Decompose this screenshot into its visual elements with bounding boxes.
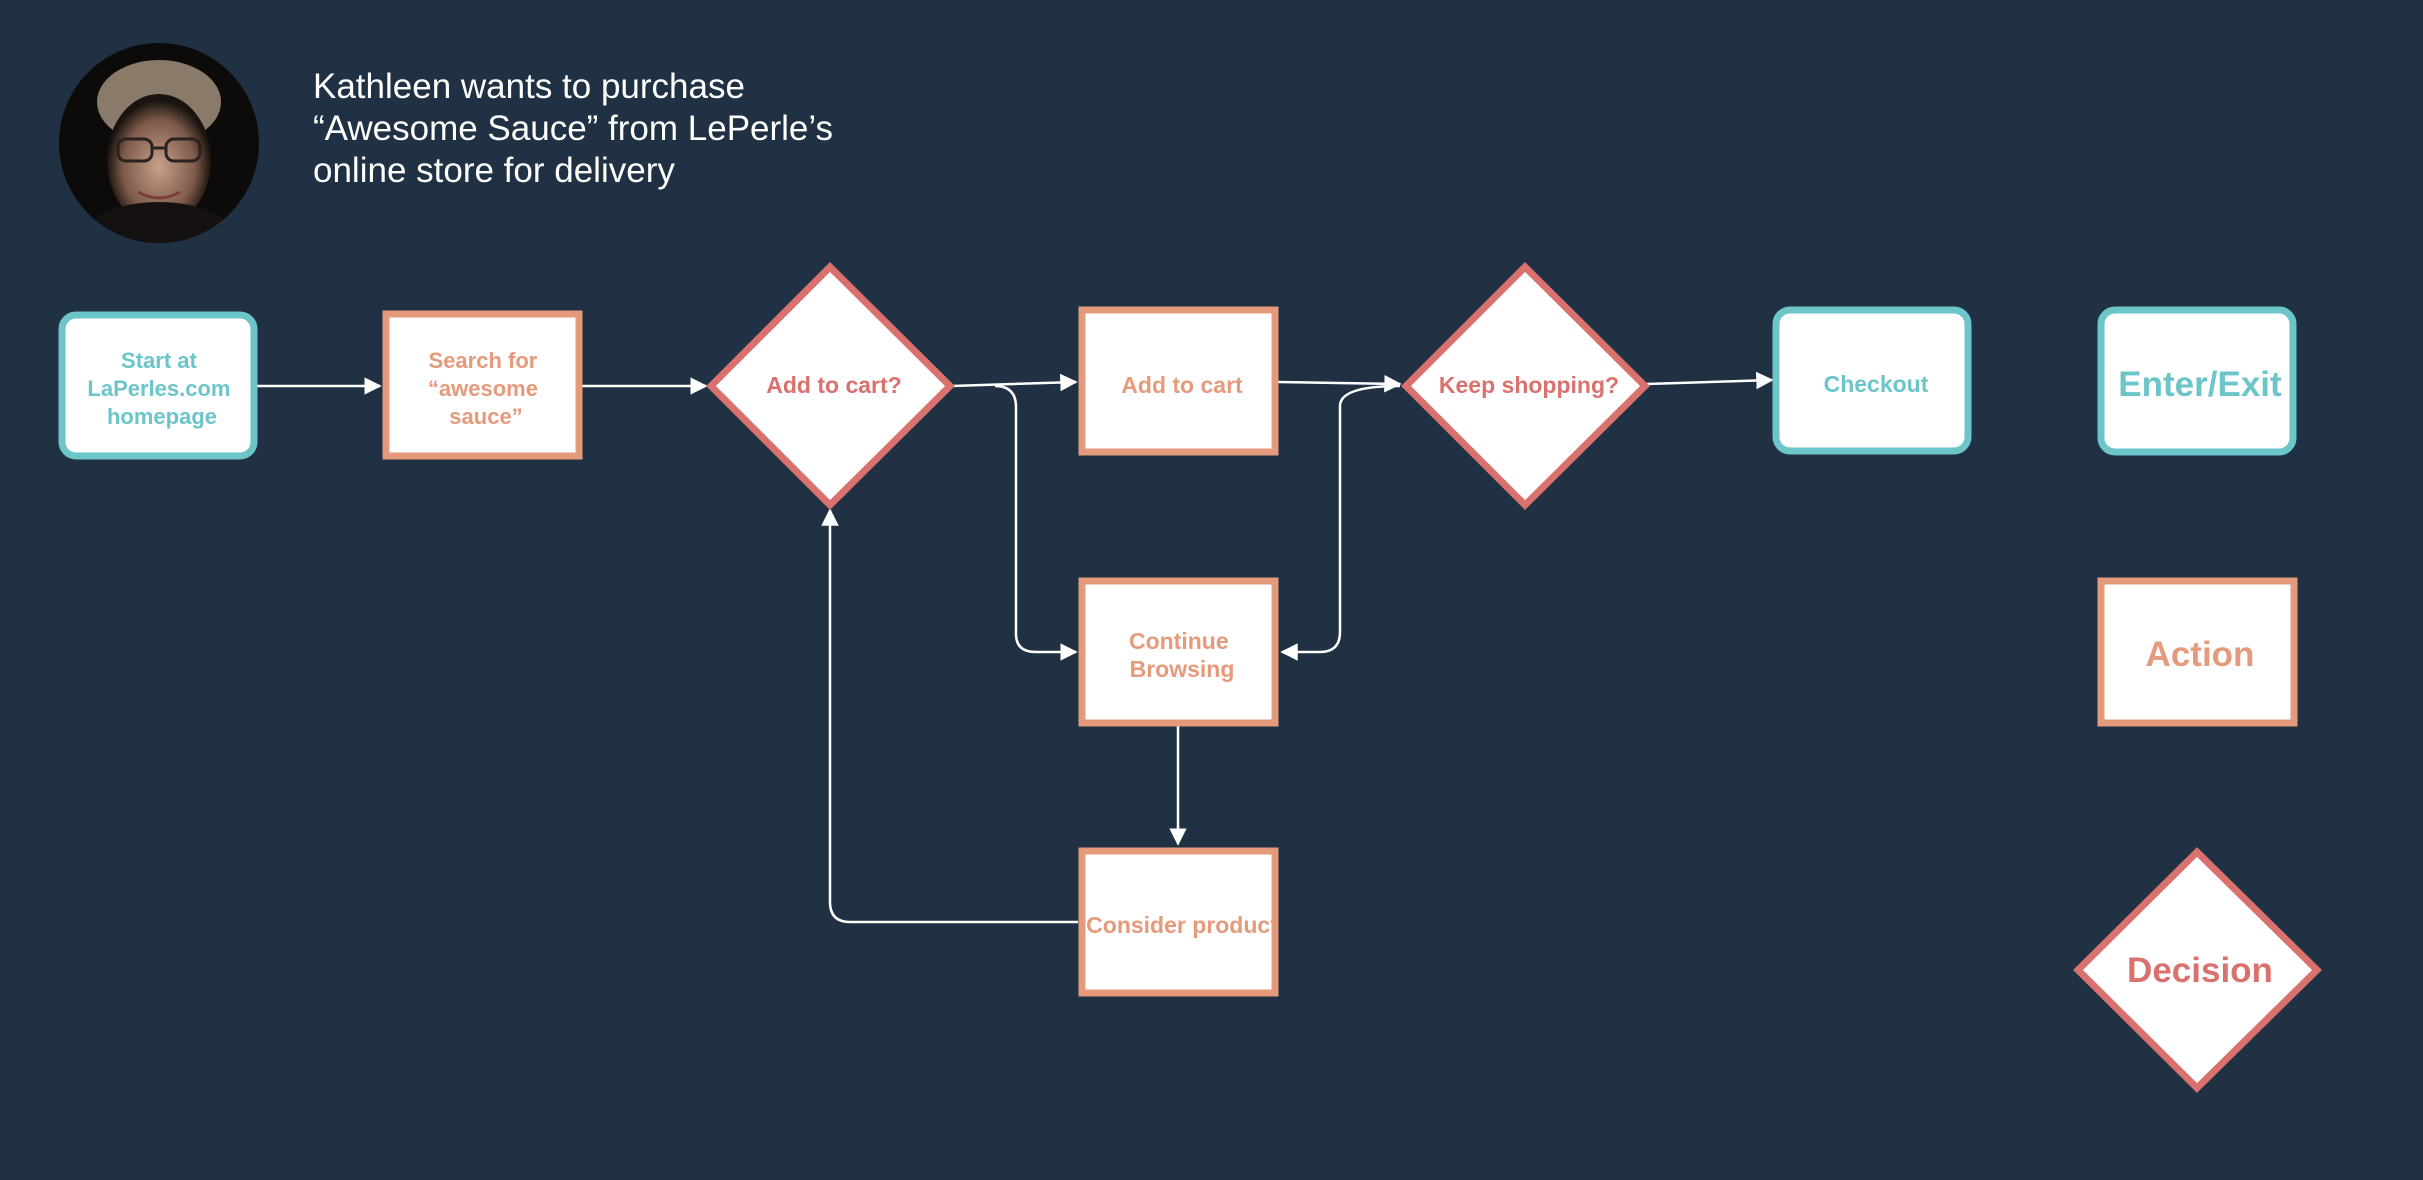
- legend-enter-exit: Enter/Exit: [2097, 306, 2297, 456]
- persona-description-line-1: Kathleen wants to purchase: [313, 67, 745, 106]
- add-to-cart-label: Add to cart: [1121, 372, 1243, 398]
- connector-keepshopping-to-checkout: [1646, 371, 1774, 390]
- connectors: [256, 371, 1774, 924]
- svg-text:Search for “awesome: Search for “awesome sauce”: [428, 348, 544, 429]
- legend: Enter/Exit Action Decision: [2073, 306, 2322, 1093]
- node-keep-shopping: Keep shopping?: [1401, 262, 1650, 510]
- node-start: Start at LaPerles.com homepage: [58, 311, 258, 460]
- connector-addcart-to-keepshopping: [1277, 374, 1402, 393]
- persona-description: Kathleen wants to purchase “Awesome Sauc…: [313, 66, 933, 192]
- search-line-2: “awesome: [428, 376, 538, 401]
- node-add-to-cart: Add to cart: [1078, 306, 1279, 456]
- add-to-cart-decision-label: Add to cart?: [766, 372, 901, 398]
- node-search: Search for “awesome sauce”: [382, 310, 583, 460]
- legend-action-label: Action: [2146, 635, 2255, 674]
- persona-description-line-3: online store for delivery: [313, 151, 675, 190]
- continue-line-1: Continue: [1129, 628, 1229, 654]
- persona-avatar: [58, 42, 260, 244]
- start-line-3: homepage: [107, 404, 217, 429]
- continue-line-2: Browsing: [1130, 656, 1235, 682]
- connector-keepshopping-to-continue: [1280, 384, 1401, 661]
- legend-enter-exit-label: Enter/Exit: [2118, 365, 2282, 404]
- search-line-3: sauce”: [449, 404, 522, 429]
- connector-decision-to-continue: [994, 384, 1078, 661]
- node-continue-browsing: Continue Browsing: [1078, 577, 1279, 727]
- keep-shopping-label: Keep shopping?: [1439, 372, 1619, 398]
- node-checkout: Checkout: [1772, 306, 1972, 455]
- connector-consider-to-decision: [821, 508, 1078, 924]
- node-consider-product: Consider product: [1078, 847, 1279, 997]
- svg-text:Start at LaPerles.com: Start at LaPerles.com homepage: [87, 348, 236, 429]
- connector-decision-to-addcart: [951, 373, 1078, 392]
- consider-product-label: Consider product: [1086, 912, 1278, 938]
- start-line-2: LaPerles.com: [87, 376, 230, 401]
- persona-description-line-2: “Awesome Sauce” from LePerle’s: [313, 109, 834, 148]
- node-add-to-cart-decision: Add to cart?: [706, 262, 955, 510]
- legend-decision: Decision: [2073, 847, 2322, 1093]
- checkout-label: Checkout: [1824, 371, 1929, 397]
- start-line-1: Start at: [121, 348, 197, 373]
- legend-decision-label: Decision: [2127, 951, 2273, 990]
- search-line-1: Search for: [429, 348, 538, 373]
- svg-text:Continue Browsing: Continue Browsing: [1129, 628, 1235, 682]
- legend-action: Action: [2097, 577, 2298, 727]
